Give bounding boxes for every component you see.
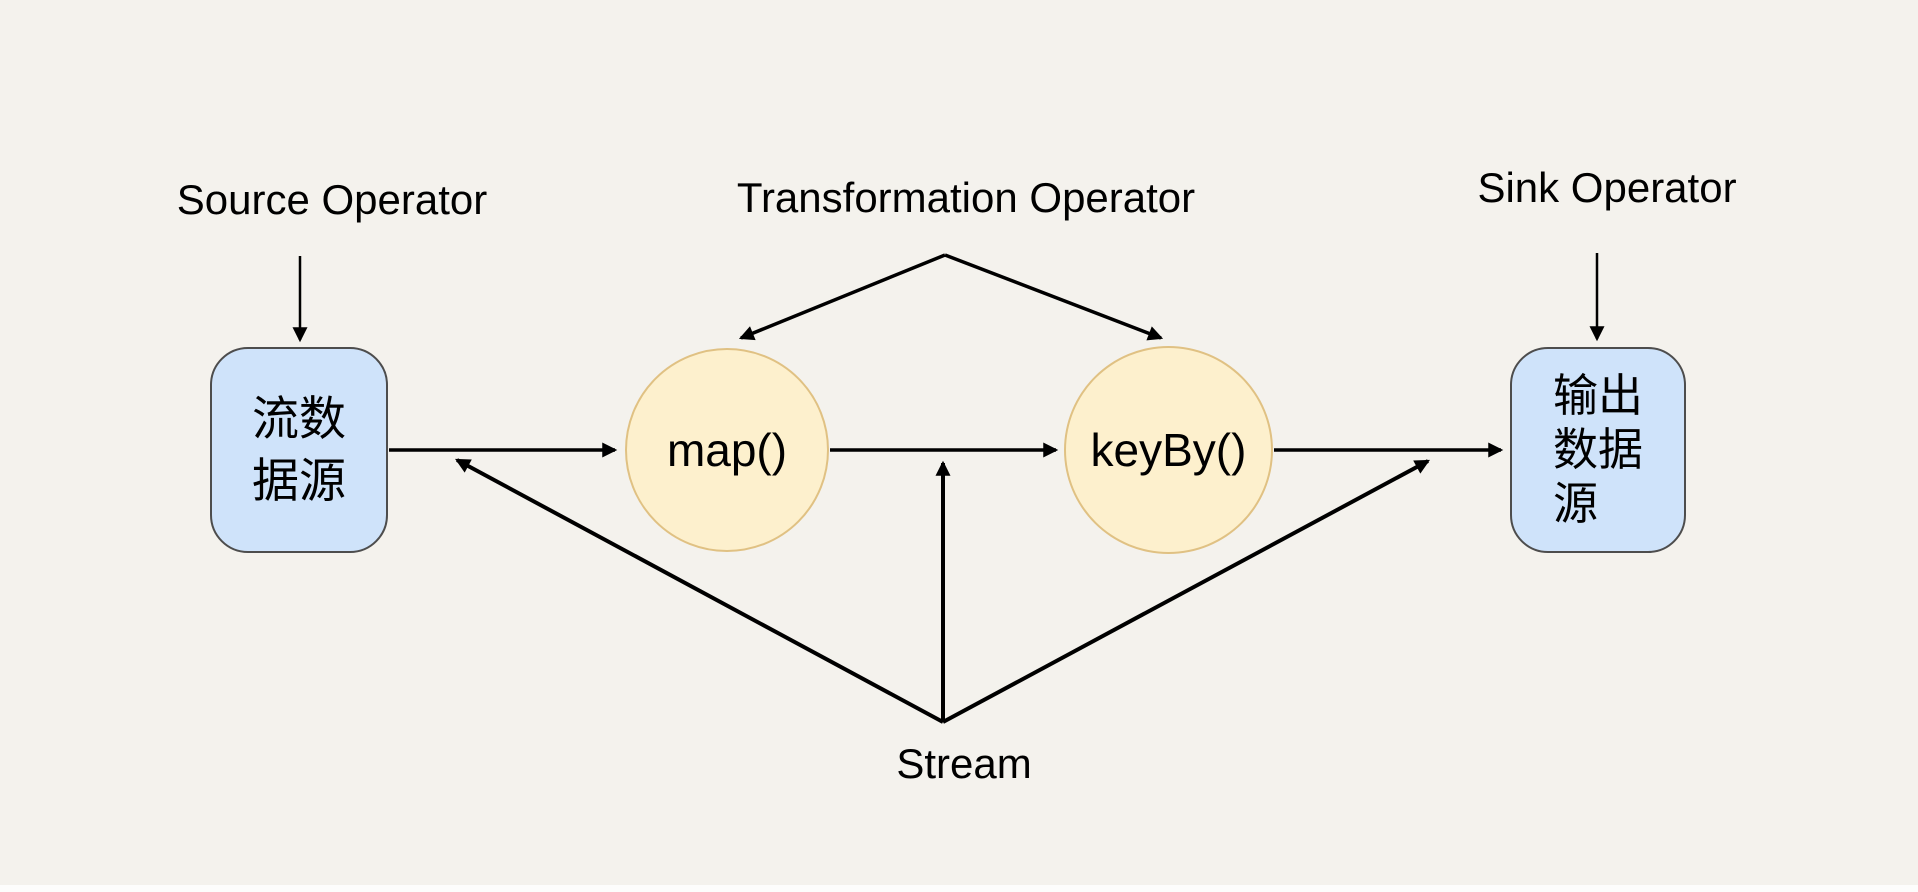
sink-node: 输出 数据 源 — [1510, 347, 1686, 553]
source-node-label: 流数 据源 — [252, 392, 346, 507]
sink-node-label: 输出 数据 源 — [1552, 370, 1643, 529]
map-node: map() — [625, 348, 829, 552]
bottom-edge-strip — [0, 885, 1918, 892]
stream-to-sink-edge-arrow — [942, 459, 1430, 724]
stream-to-source-edge-arrow — [455, 458, 944, 724]
transformation-operator-label: Transformation Operator — [736, 174, 1196, 221]
transform-to-map-arrow — [738, 253, 946, 341]
source-operator-label: Source Operator — [176, 176, 488, 223]
stream-label: Stream — [896, 740, 1032, 787]
keyby-node: keyBy() — [1064, 346, 1273, 554]
transform-to-keyby-arrow — [944, 253, 1164, 341]
sink-operator-label: Sink Operator — [1477, 164, 1737, 211]
source-node: 流数 据源 — [210, 347, 388, 553]
keyby-node-label: keyBy() — [1090, 424, 1247, 476]
map-node-label: map() — [666, 424, 788, 476]
